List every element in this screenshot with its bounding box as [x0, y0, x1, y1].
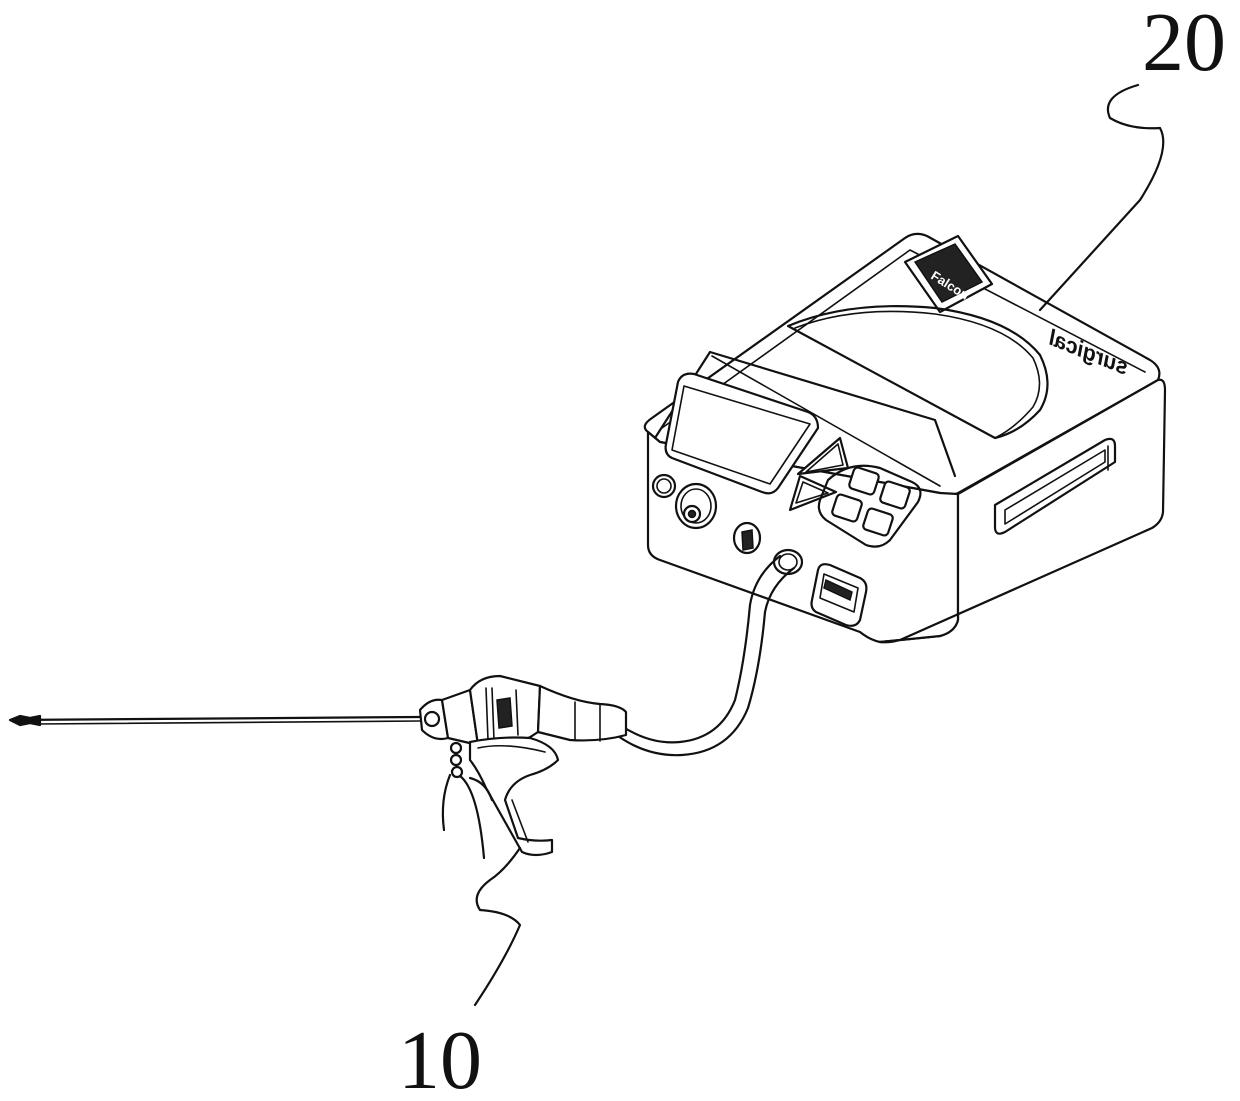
leader-line-20 [1040, 85, 1163, 310]
instrument-rear-barrel [538, 686, 626, 740]
cable-socket [774, 550, 802, 574]
rotation-knob[interactable] [420, 690, 478, 745]
generator-unit: Falcon surgical [645, 234, 1165, 642]
round-port[interactable] [676, 484, 716, 528]
pistol-grip[interactable] [470, 738, 558, 856]
leader-line-10 [475, 848, 520, 1005]
instrument-shaft [10, 716, 420, 725]
toggle-knob[interactable] [734, 523, 760, 553]
handheld-instrument [10, 676, 626, 858]
reference-numeral-20: 20 [1142, 0, 1226, 89]
reference-numeral-10: 10 [398, 1014, 482, 1101]
